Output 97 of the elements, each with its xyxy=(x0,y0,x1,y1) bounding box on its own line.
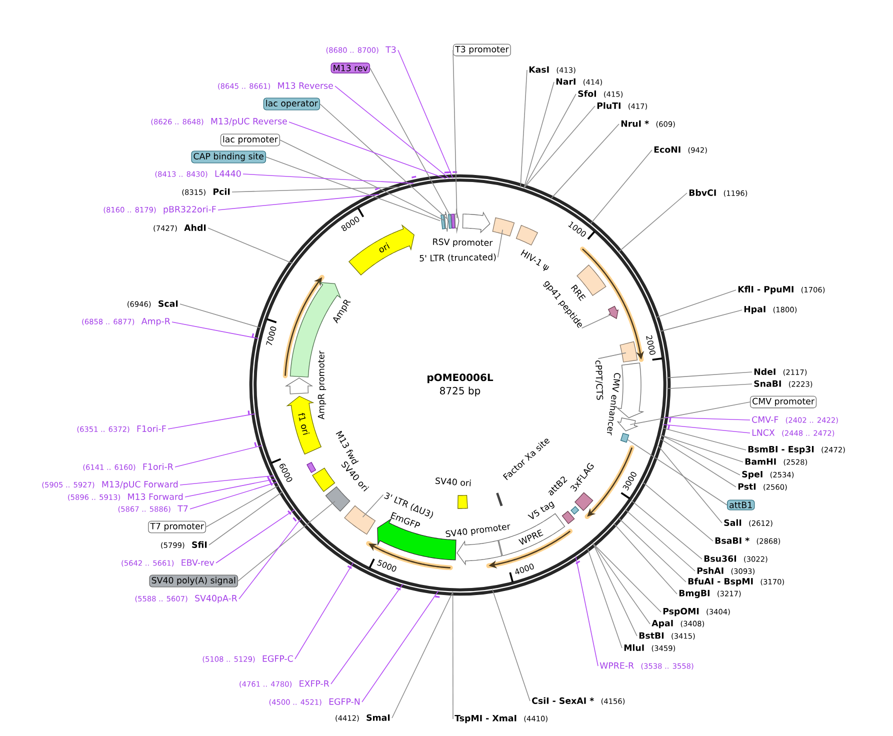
leader-line xyxy=(613,523,678,594)
leader-line xyxy=(624,509,696,572)
node-label: SV40 ori xyxy=(435,478,471,486)
feature-block: RSV promoter xyxy=(433,211,493,247)
feature-label: M13 rev xyxy=(330,62,370,74)
leader-line xyxy=(184,477,276,498)
leader-line xyxy=(598,352,626,360)
feature-label: lac promoter xyxy=(220,134,280,146)
leader-line xyxy=(242,174,416,184)
leader-line xyxy=(660,438,736,488)
leader-line xyxy=(666,372,752,378)
feature-label: CMV promoter xyxy=(750,396,817,408)
leader-line xyxy=(497,229,504,258)
feature-label: T3 promoter xyxy=(453,44,511,56)
tick-label: 2000 xyxy=(646,335,656,355)
leader-line xyxy=(660,310,742,332)
feature-label: attB1 xyxy=(727,500,755,510)
feature-block xyxy=(616,418,638,432)
feature-block xyxy=(440,214,446,230)
leader-line xyxy=(452,591,454,720)
leader-line xyxy=(520,70,528,188)
feature-label: 5' LTR (truncated) xyxy=(420,254,496,262)
leader-line xyxy=(618,518,686,582)
leader-line xyxy=(592,543,638,636)
leader-line xyxy=(590,150,652,225)
feature-label: T7 promoter xyxy=(148,520,206,534)
feature-label: cPPT/CTS xyxy=(595,360,604,400)
leader-line xyxy=(294,562,354,660)
leader-line xyxy=(658,445,722,524)
leader-line xyxy=(238,517,302,600)
leader-line xyxy=(330,584,404,684)
leader-line xyxy=(280,140,444,221)
leader-line xyxy=(168,410,256,430)
leader-line xyxy=(655,290,736,318)
feature-block xyxy=(620,432,630,443)
leader-line xyxy=(334,86,452,179)
leader-line xyxy=(398,50,458,179)
feature-label: CAP binding site xyxy=(191,150,266,164)
feature-block: CMV enhancer xyxy=(607,362,644,436)
leader-line xyxy=(190,481,278,510)
leader-line xyxy=(662,428,746,450)
leader-line xyxy=(238,500,336,582)
leader-line xyxy=(642,482,714,542)
feature-label: lac operator xyxy=(263,98,320,110)
leader-line xyxy=(627,439,728,506)
leader-line xyxy=(172,322,259,339)
leader-line xyxy=(174,442,262,468)
leader-line xyxy=(180,304,262,328)
leader-line xyxy=(631,500,702,560)
leader-line xyxy=(320,104,448,220)
leader-line xyxy=(592,543,650,624)
feature-block xyxy=(325,486,350,512)
leader-line xyxy=(660,434,740,476)
tick-label: 7000 xyxy=(266,326,276,346)
leader-line xyxy=(524,106,596,189)
tick-label: 5000 xyxy=(377,560,396,572)
leader-line xyxy=(664,416,750,422)
node-label: CMV enhancer xyxy=(607,373,620,436)
leader-line xyxy=(232,186,400,192)
leader-line xyxy=(362,590,440,702)
feature-block xyxy=(620,341,638,362)
leader-line xyxy=(218,187,380,210)
feature-block xyxy=(444,211,448,232)
feature-block xyxy=(454,208,460,234)
feature-block xyxy=(492,217,515,237)
node-label: RSV promoter xyxy=(433,238,493,247)
leader-line xyxy=(524,82,554,189)
leader-line xyxy=(666,384,752,390)
leader-line xyxy=(592,543,662,612)
leader-line xyxy=(180,475,274,486)
feature-block xyxy=(451,214,455,229)
leader-line xyxy=(206,484,280,528)
feature-block xyxy=(448,214,452,229)
tick-label: 6000 xyxy=(280,464,292,482)
leader-line xyxy=(452,50,458,218)
leader-line xyxy=(392,591,454,718)
leader-line xyxy=(370,68,452,219)
leader-line xyxy=(660,434,744,462)
tick-label: 4000 xyxy=(515,564,534,574)
feature-block xyxy=(344,505,376,535)
feature-label: SV40 poly(A) signal xyxy=(149,574,238,588)
leader-line xyxy=(266,156,440,222)
leader-line xyxy=(492,589,530,702)
leader-line xyxy=(208,228,293,264)
leader-line xyxy=(524,94,576,189)
leader-line xyxy=(662,424,750,434)
leader-line xyxy=(288,122,449,179)
leader-line xyxy=(587,548,622,648)
feature-block: SV40 ori xyxy=(435,478,471,509)
leader-line xyxy=(581,314,612,329)
leader-line xyxy=(630,402,750,425)
leader-line xyxy=(216,509,296,564)
leader-line xyxy=(550,124,620,200)
leader-line xyxy=(575,556,598,666)
leader-line xyxy=(618,192,688,252)
leader-line xyxy=(208,491,283,546)
leader-line xyxy=(362,494,384,518)
